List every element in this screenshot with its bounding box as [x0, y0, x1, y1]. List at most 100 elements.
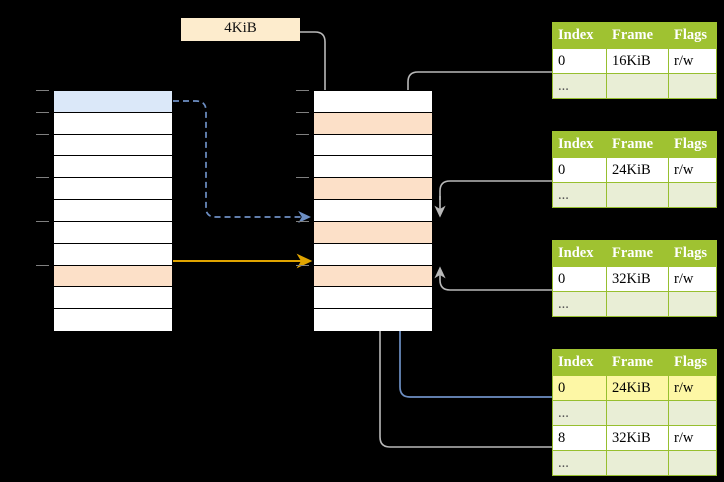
cell-index: 0 [552, 48, 607, 74]
virtual-page-tick-1 [36, 111, 49, 113]
size-label: 4KiB [181, 18, 300, 41]
wire-virtual-page-to-physical-frame [173, 100, 311, 223]
virtual-page-tick-6 [36, 220, 49, 222]
table-row: ... [552, 400, 717, 426]
table-row: ... [552, 73, 717, 99]
cell-index: ... [552, 182, 607, 208]
virtual-page-cell-3 [54, 156, 172, 179]
column-header-index: Index [552, 22, 607, 49]
cell-frame: 16KiB [606, 48, 669, 74]
physical-frame-cell-5 [314, 200, 432, 222]
cell-index: 0 [552, 375, 607, 401]
column-header-flags: Flags [668, 240, 717, 267]
cell-index: ... [552, 73, 607, 99]
virtual-page-tick-8 [36, 264, 49, 266]
physical-frame-cell-6 [314, 221, 432, 244]
virtual-page-cell-1 [54, 112, 172, 135]
virtual-page-tick-0 [36, 90, 49, 91]
physical-memory-column [313, 90, 433, 331]
physical-frame-cell-9 [314, 287, 432, 310]
cell-index: ... [552, 291, 607, 317]
cell-frame: 32KiB [606, 266, 669, 292]
column-header-index: Index [552, 349, 607, 376]
cell-frame: 24KiB [606, 157, 669, 183]
physical-frame-cell-8 [314, 265, 432, 288]
column-header-frame: Frame [606, 349, 669, 376]
cell-frame [606, 73, 669, 99]
cell-frame: 32KiB [606, 425, 669, 451]
cell-flags: r/w [668, 375, 717, 401]
cell-frame [606, 450, 669, 476]
cell-frame: 24KiB [606, 375, 669, 401]
column-header-flags: Flags [668, 349, 717, 376]
wire-table4-entry0-to-frame [394, 222, 592, 398]
wire-size-label-to-frame [300, 31, 331, 112]
column-header-frame: Frame [606, 22, 669, 49]
virtual-page-tick-4 [36, 177, 49, 179]
cell-frame [606, 400, 669, 426]
virtual-page-cell-7 [54, 243, 172, 266]
physical-frame-cell-4 [314, 178, 432, 201]
column-header-flags: Flags [668, 22, 717, 49]
virtual-page-cell-4 [54, 178, 172, 201]
column-header-frame: Frame [606, 131, 669, 158]
physical-frame-tick-2 [296, 133, 309, 135]
table-row: ... [552, 182, 717, 208]
physical-frame-tick-4 [296, 177, 309, 179]
cell-flags [668, 450, 717, 476]
virtual-page-cell-10 [54, 309, 172, 331]
virtual-page-tick-2 [36, 133, 49, 135]
cell-index: 8 [552, 425, 607, 451]
cell-index: ... [552, 400, 607, 426]
cell-frame [606, 182, 669, 208]
virtual-page-cell-9 [54, 287, 172, 310]
physical-frame-cell-10 [314, 309, 432, 331]
cell-flags: r/w [668, 157, 717, 183]
cell-flags [668, 182, 717, 208]
cell-flags: r/w [668, 425, 717, 451]
cell-index: ... [552, 450, 607, 476]
column-header-flags: Flags [668, 131, 717, 158]
physical-frame-tick-1 [296, 111, 309, 113]
physical-frame-tick-8 [296, 264, 309, 266]
wire-table1-entry-to-frame [402, 71, 592, 184]
wire-table4-entry8-to-frame [374, 266, 592, 448]
virtual-page-cell-5 [54, 200, 172, 222]
cell-frame [606, 291, 669, 317]
virtual-page-cell-2 [54, 134, 172, 157]
cell-flags [668, 400, 717, 426]
physical-frame-tick-0 [296, 90, 309, 91]
cell-index: 0 [552, 157, 607, 183]
cell-flags [668, 291, 717, 317]
table-row: ... [552, 291, 717, 317]
column-header-index: Index [552, 240, 607, 267]
virtual-page-cell-0 [54, 91, 172, 113]
wire-table3-entry-to-frame [434, 266, 592, 291]
physical-frame-cell-3 [314, 156, 432, 179]
virtual-page-cell-8 [54, 265, 172, 288]
physical-frame-cell-0 [314, 91, 432, 113]
physical-frame-tick-6 [296, 220, 309, 222]
physical-frame-cell-2 [314, 134, 432, 157]
virtual-address-space-column [53, 90, 173, 331]
cell-flags: r/w [668, 266, 717, 292]
cell-flags [668, 73, 717, 99]
wire-table2-entry-to-frame [434, 180, 592, 218]
physical-frame-cell-7 [314, 243, 432, 266]
column-header-frame: Frame [606, 240, 669, 267]
